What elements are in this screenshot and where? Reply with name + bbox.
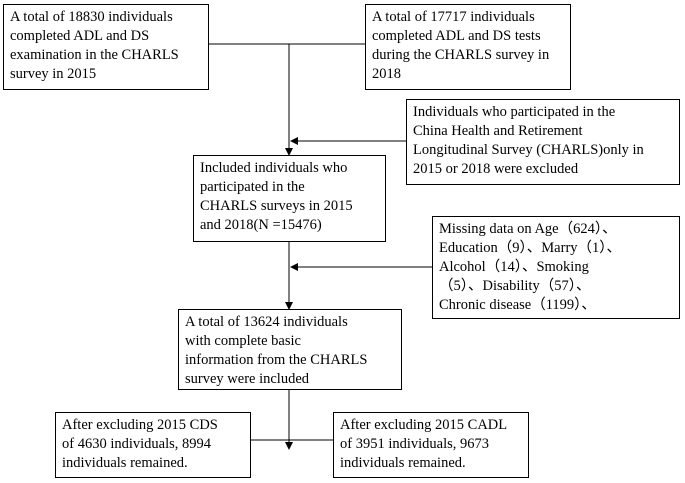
box-complete-info: A total of 13624 individuals with comple… <box>178 309 402 390</box>
box-exclude-single-wave: Individuals who participated in the Chin… <box>406 99 680 185</box>
box-exclude-missing-data: Missing data on Age（624）、 Education（9）、M… <box>432 216 680 319</box>
box-census-2015: A total of 18830 individuals completed A… <box>3 4 209 90</box>
box-final-cds: After excluding 2015 CDS of 4630 individ… <box>55 412 251 478</box>
box-final-cadl: After excluding 2015 CADL of 3951 indivi… <box>333 412 529 478</box>
box-census-2018: A total of 17717 individuals completed A… <box>365 4 571 90</box>
box-included-both-waves: Included individuals who participated in… <box>193 155 386 242</box>
